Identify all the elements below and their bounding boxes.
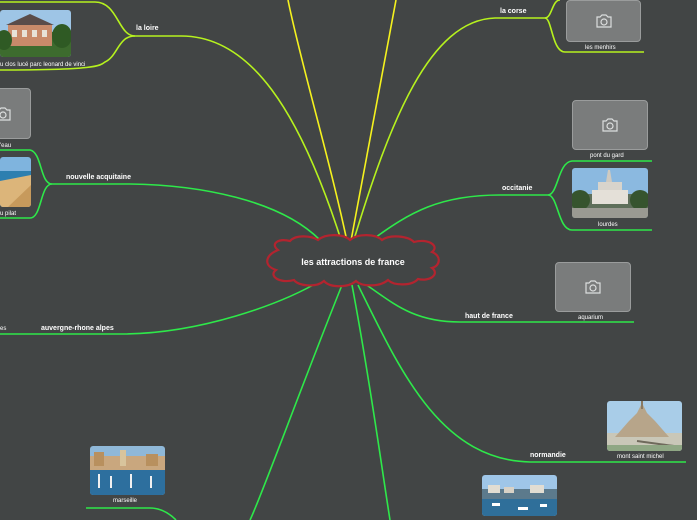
- marseille-image: [90, 446, 165, 495]
- caption-auvergne-partial: es: [0, 326, 7, 332]
- connector-nouvelle-aquitaine-b: [0, 183, 53, 219]
- caption-pilat: u pilat: [0, 211, 17, 217]
- caption-menhirs: les menhirs: [585, 45, 616, 51]
- image-placeholder-aquarium[interactable]: [555, 262, 631, 312]
- caption-mont-saint-michel: mont saint michel: [617, 454, 664, 460]
- connector-bottom-left: [249, 284, 343, 520]
- branch-label-nouvelle-aquitaine[interactable]: nouvelle acquitaine: [66, 174, 131, 181]
- image-placeholder-eau[interactable]: [0, 88, 31, 139]
- camera-icon: [595, 14, 612, 28]
- connector-normandie: [357, 284, 686, 463]
- photo-marseille[interactable]: [90, 446, 165, 495]
- photo-mont-saint-michel[interactable]: [607, 401, 682, 451]
- connector-corse-top: [544, 0, 561, 19]
- photo-lourdes[interactable]: [572, 168, 648, 218]
- connector-corse: [351, 17, 644, 247]
- caption-aquarium: aquarium: [578, 315, 604, 321]
- connector-loire-top: [0, 1, 136, 37]
- branch-label-auvergne[interactable]: auvergne-rhone alpes: [41, 325, 114, 332]
- central-topic[interactable]: les attractions de france: [301, 257, 405, 267]
- harbour-image: [482, 475, 557, 516]
- basilica-image: [572, 168, 648, 218]
- connector-auvergne: [0, 279, 323, 335]
- image-placeholder-menhirs[interactable]: [566, 0, 641, 42]
- connector-occitanie-b: [547, 194, 652, 231]
- photo-clos-luce[interactable]: [0, 10, 71, 57]
- connector-haut-de-france: [361, 281, 634, 323]
- photo-harbour[interactable]: [482, 475, 557, 516]
- camera-icon: [585, 280, 601, 294]
- mont-saint-michel-image: [607, 401, 682, 451]
- branch-label-haut-de-france[interactable]: haut de france: [465, 313, 513, 320]
- caption-lourdes: lourdes: [598, 222, 618, 228]
- branch-label-occitanie[interactable]: occitanie: [502, 185, 533, 192]
- photo-partial-bottom[interactable]: [90, 514, 165, 520]
- branch-label-normandie[interactable]: normandie: [530, 452, 566, 459]
- connector-marseille: [86, 507, 177, 520]
- caption-pont-du-gard: pont du gard: [590, 153, 624, 159]
- camera-icon: [0, 106, 11, 121]
- camera-icon: [602, 118, 618, 132]
- connector-bottom-right: [351, 284, 391, 520]
- branch-label-corse[interactable]: la corse: [500, 8, 527, 15]
- connector-top-left: [287, 0, 349, 247]
- connector-top-right: [349, 0, 397, 247]
- caption-eau: 'eau: [0, 143, 12, 149]
- branch-label-loire[interactable]: la loire: [136, 25, 159, 32]
- caption-marseille: marseille: [113, 498, 138, 504]
- dune-image: [0, 157, 31, 207]
- image-placeholder-pont-du-gard[interactable]: [572, 100, 648, 150]
- chateau-image: [0, 10, 71, 57]
- connector-nouvelle-aquitaine: [0, 149, 321, 241]
- connector-occitanie: [371, 160, 652, 241]
- caption-clos-luce: u clos lucé parc leonard de vinci: [0, 62, 86, 68]
- photo-dune-du-pilat[interactable]: [0, 157, 31, 207]
- central-topic-shape: [266, 234, 440, 288]
